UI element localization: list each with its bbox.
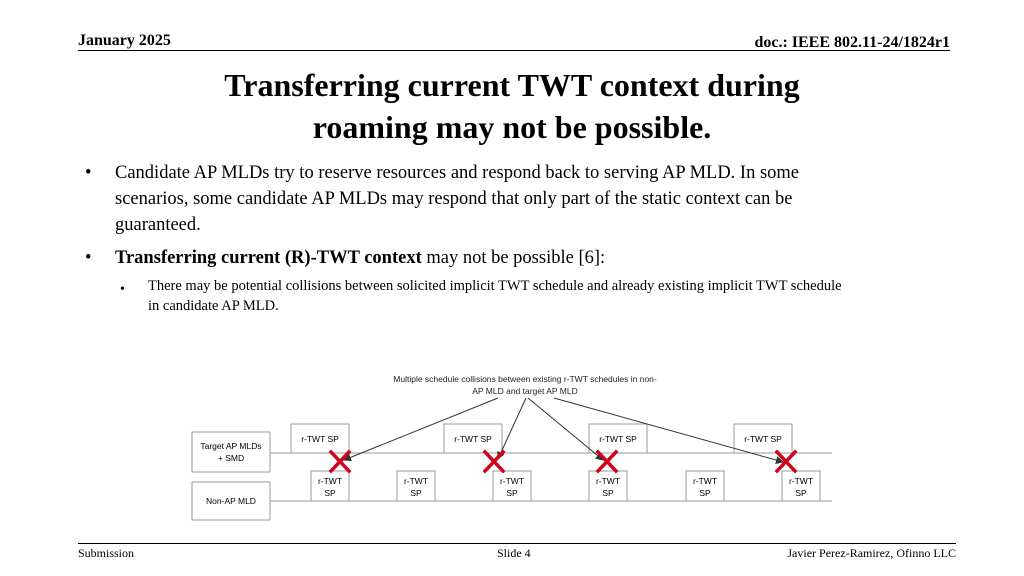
nonap-sp-box <box>310 470 350 502</box>
collision-x-icon <box>328 449 352 474</box>
target-sp-box <box>290 423 350 454</box>
bullet-1-text: Candidate AP MLDs try to reserve resourc… <box>115 163 800 235</box>
nonap-sp-label-line2: SP <box>795 488 807 498</box>
bullet-2-rest: may not be possible [6]: <box>421 248 606 268</box>
bullet-2-bold: Transferring current (R)-TWT context <box>115 248 422 268</box>
nonap-sp-label-line1: r-TWT <box>500 476 524 486</box>
collision-x-icon <box>774 449 798 474</box>
nonap-sp-box <box>588 470 628 502</box>
target-sp-label: r-TWT SP <box>454 434 492 444</box>
footer-author: Javier Perez-Ramirez, Ofinno LLC <box>787 546 956 560</box>
slide-title-line1: Transferring current TWT context during <box>224 67 800 103</box>
nonap-sp-boxes: r-TWT SP r-TWT SP r-TWT SP r-TWT SP r-TW… <box>310 470 821 502</box>
nonap-sp-label-line1: r-TWT <box>404 476 428 486</box>
diagram-caption-line2: AP MLD and target AP MLD <box>472 386 578 396</box>
bullet-marker: • <box>85 248 92 268</box>
row-label-target-box <box>191 431 271 473</box>
nonap-sp-label-line2: SP <box>410 488 422 498</box>
nonap-sp-box <box>396 470 436 502</box>
target-sp-box <box>588 423 648 454</box>
collision-arrow <box>343 397 499 462</box>
nonap-sp-box <box>781 470 821 502</box>
nonap-sp-label-line1: r-TWT <box>789 476 813 486</box>
sub-bullet-1-text: There may be potential collisions betwee… <box>148 278 842 314</box>
row-label-nonap-box <box>191 481 271 521</box>
collision-arrow <box>497 397 527 460</box>
header-doc-number: doc.: IEEE 802.11-24/1824r1 <box>754 34 950 51</box>
target-sp-label: r-TWT SP <box>599 434 637 444</box>
nonap-sp-label-line1: r-TWT <box>596 476 620 486</box>
nonap-sp-label-line2: SP <box>324 488 336 498</box>
header-date: January 2025 <box>78 32 171 49</box>
bullet-marker: • <box>85 163 92 183</box>
nonap-sp-label-line1: r-TWT <box>693 476 717 486</box>
nonap-sp-label-line1: r-TWT <box>318 476 342 486</box>
collision-arrows <box>343 397 784 464</box>
slide-title: Transferring current TWT context during … <box>140 64 884 148</box>
collision-arrow <box>553 397 784 464</box>
target-sp-label: r-TWT SP <box>301 434 339 444</box>
collision-arrow <box>527 397 604 461</box>
nonap-sp-box <box>492 470 532 502</box>
nonap-sp-label-line2: SP <box>506 488 518 498</box>
row-label-target-line1: Target AP MLDs <box>200 441 261 451</box>
target-sp-boxes: r-TWT SP r-TWT SP r-TWT SP r-TWT SP <box>290 423 793 454</box>
collision-x-icon <box>482 449 506 474</box>
target-sp-label: r-TWT SP <box>744 434 782 444</box>
nonap-sp-label-line2: SP <box>699 488 711 498</box>
row-label-nonap-text: Non-AP MLD <box>206 496 256 506</box>
nonap-sp-label-line2: SP <box>602 488 614 498</box>
slide-title-line2: roaming may not be possible. <box>312 109 712 145</box>
collision-x-icon <box>595 449 619 474</box>
nonap-sp-box <box>685 470 725 502</box>
footer-submission: Submission <box>78 546 135 560</box>
footer-rule <box>78 543 956 544</box>
bullet-2-text: Transferring current (R)-TWT context may… <box>115 245 855 271</box>
diagram-caption-line1: Multiple schedule collisions between exi… <box>393 374 657 384</box>
target-sp-box <box>443 423 503 454</box>
target-sp-box <box>733 423 793 454</box>
sub-bullet-marker: • <box>120 282 125 297</box>
header-rule <box>78 50 950 51</box>
row-label-target-line2: + SMD <box>218 453 244 463</box>
collision-markers <box>328 449 798 474</box>
footer-slide-number: Slide 4 <box>497 546 531 560</box>
